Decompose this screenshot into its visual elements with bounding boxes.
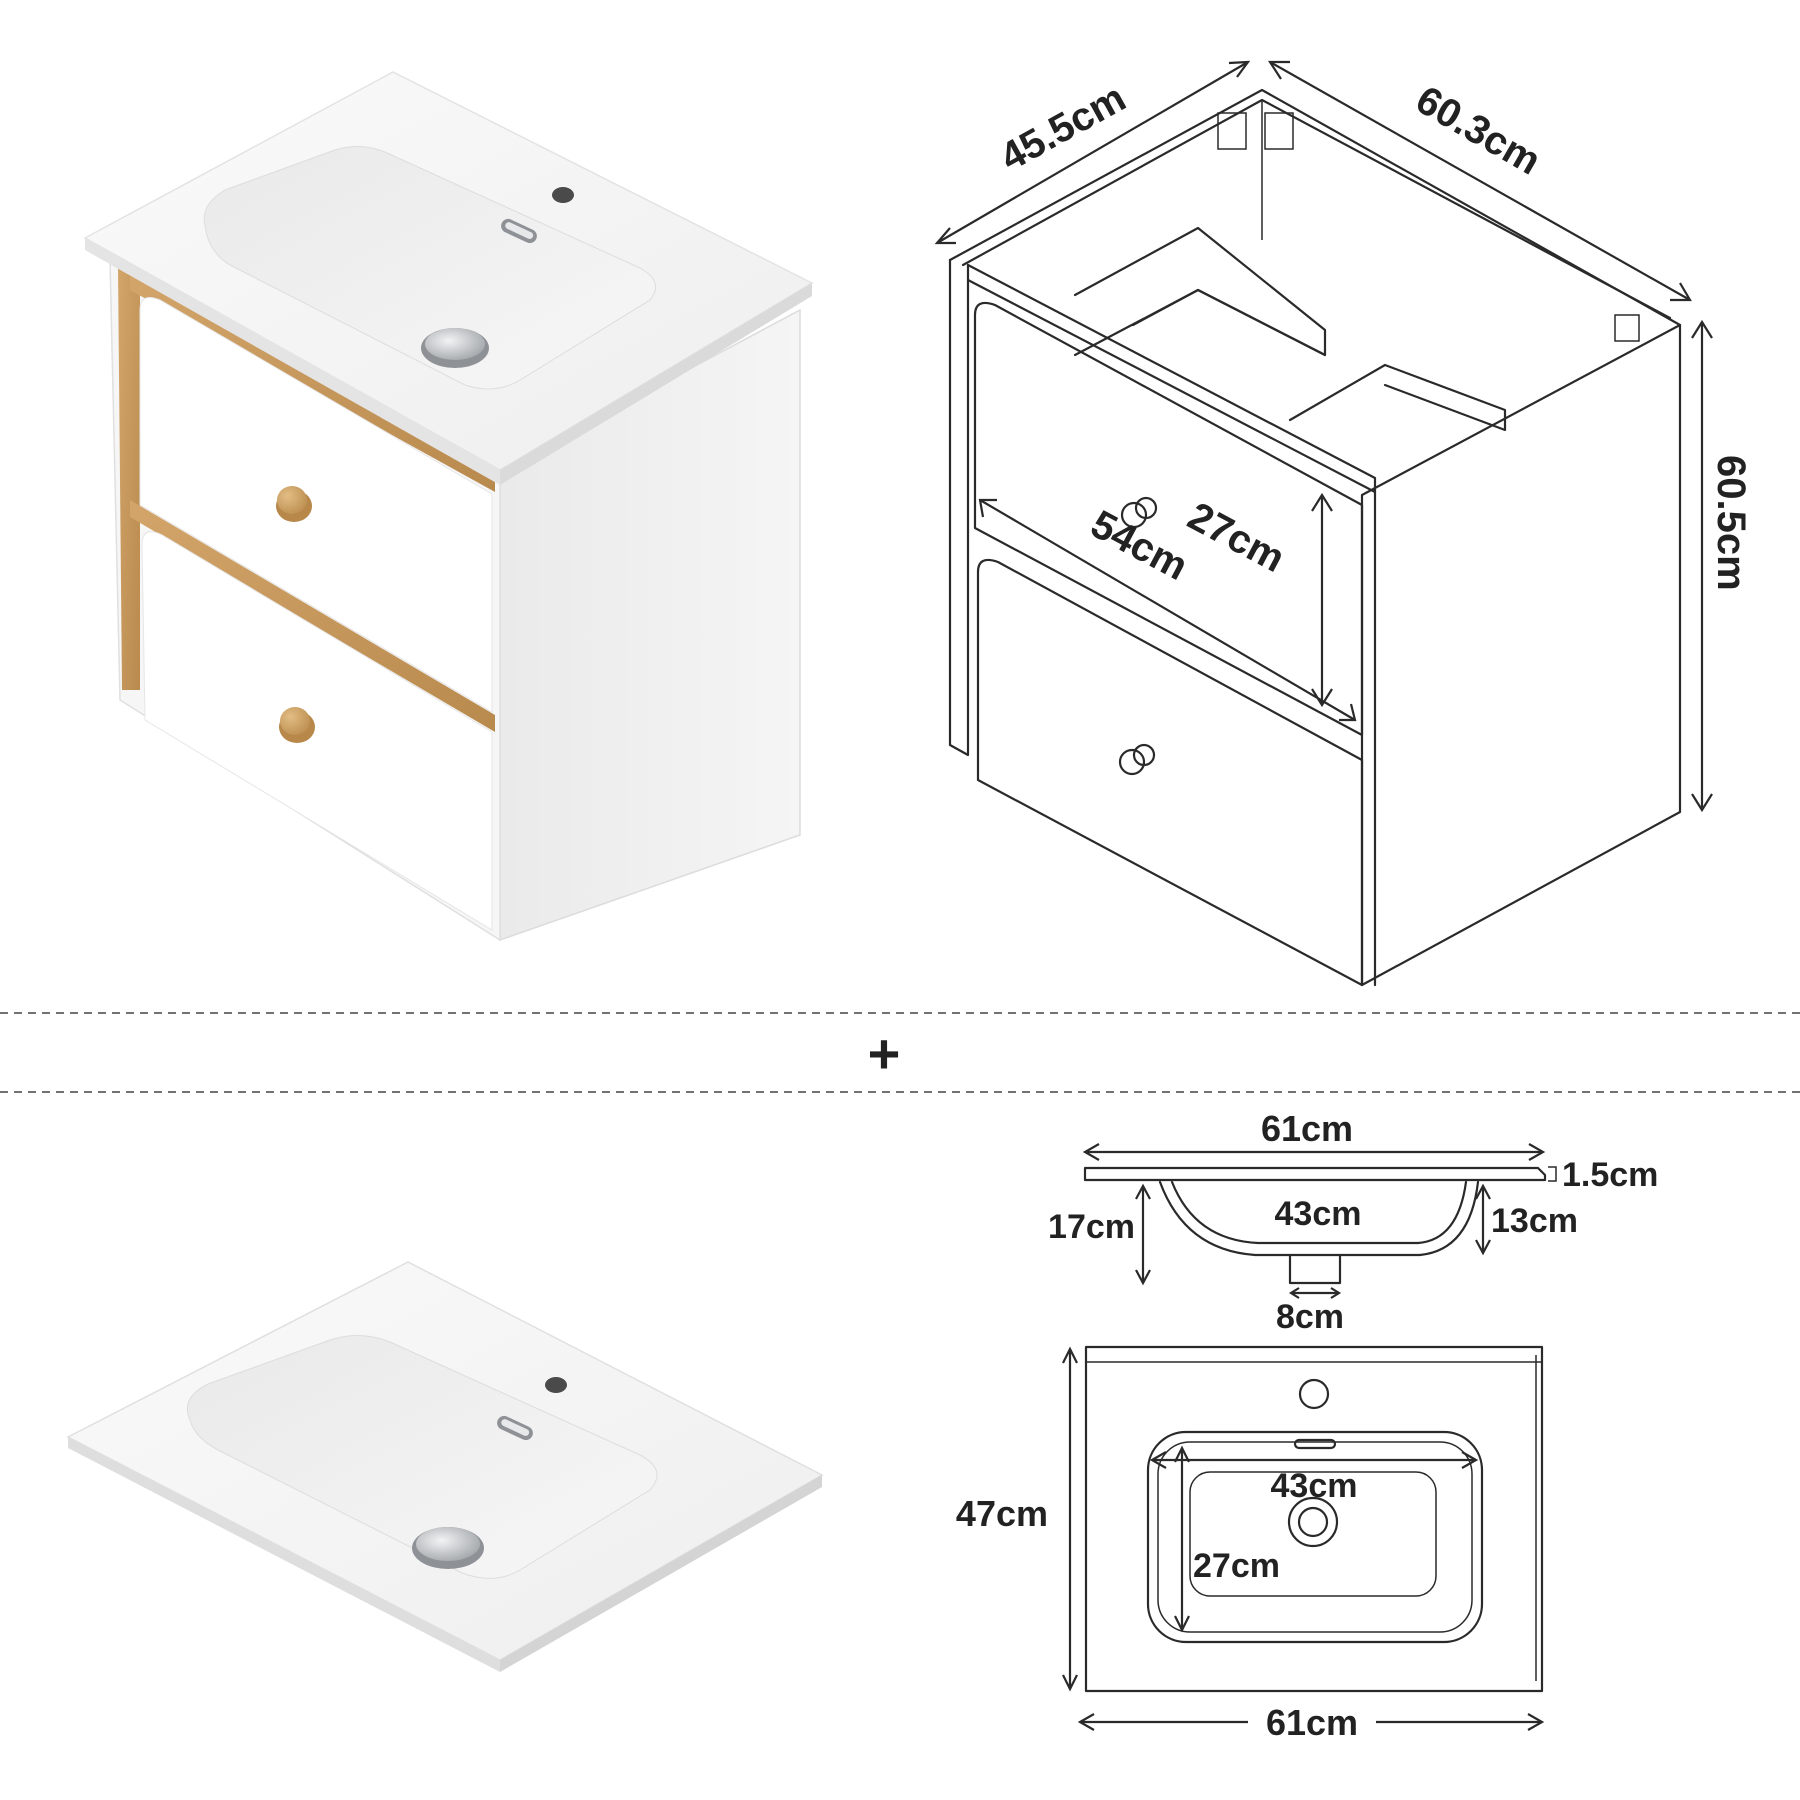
basin-overflow-icon: [497, 1415, 533, 1441]
top-view-bowl-inner: [1189, 1471, 1437, 1597]
basin-tap-hole: [545, 1377, 567, 1393]
lower-drawer-outline: [976, 558, 1364, 987]
wood-trim-middle: [130, 500, 495, 732]
sink-tap-hole: [552, 187, 574, 203]
sink-bowl: [203, 146, 657, 390]
basin-front-edge: [68, 1437, 500, 1672]
basin-top-view: 43cm 27cm 47cm 61cm: [956, 1345, 1545, 1743]
dim-basin-bowl-width: 43cm: [1275, 1195, 1362, 1233]
dim-basin-drain: 8cm: [1276, 1298, 1344, 1336]
dim-basin-total-width: 61cm: [1261, 1108, 1353, 1149]
dim-drawer-height: 27cm: [1181, 494, 1292, 581]
basin-top-outline: [1084, 1345, 1544, 1693]
plus-icon: +: [868, 1022, 901, 1085]
basin-side-edge: [500, 1475, 822, 1672]
upper-drawer-knob: [276, 486, 312, 522]
basin-drain-icon: [412, 1527, 484, 1569]
wood-trim-left: [118, 268, 140, 690]
upper-drawer-outline: [973, 301, 1364, 737]
lower-drawer: [141, 531, 493, 931]
cabinet-top-back-edge: [948, 88, 1682, 327]
dim-top-width: 61cm: [1266, 1702, 1358, 1743]
upper-drawer: [139, 297, 493, 713]
dim-basin-rim: 1.5cm: [1562, 1156, 1658, 1194]
dim-top-depth: 47cm: [956, 1493, 1048, 1534]
cabinet-line-drawing: 45.5cm 60.3cm 60.5cm 54cm 27cm: [934, 60, 1753, 987]
basin-bowl: [186, 1335, 658, 1579]
section-separator: +: [0, 1012, 1800, 1093]
sink-drain-icon: [421, 328, 489, 368]
wood-trim-top: [130, 275, 495, 492]
basin-side-profile: 61cm 1.5cm 17cm 43cm 13cm 8cm: [1048, 1108, 1658, 1336]
bracket-right: [1264, 112, 1294, 150]
top-view-bowl-outer: [1146, 1430, 1484, 1644]
upper-drawer-knob-outline: [1120, 496, 1158, 529]
dim-cabinet-width: 60.3cm: [1409, 78, 1548, 184]
top-view-tap-hole: [1298, 1378, 1330, 1410]
dim-cabinet-depth: 45.5cm: [993, 76, 1133, 180]
dim-top-bowl-width: 43cm: [1271, 1467, 1358, 1505]
basin-rim-profile: [1083, 1166, 1547, 1182]
bracket-side: [1614, 314, 1640, 342]
sink-overflow-icon: [501, 218, 537, 244]
top-view-drain: [1287, 1496, 1339, 1548]
basin-bowl-profile: [1158, 1180, 1480, 1257]
sink-front-edge: [85, 238, 500, 485]
dim-basin-total-depth: 17cm: [1048, 1208, 1135, 1246]
bracket-left: [1217, 112, 1247, 150]
cabinet-render: [83, 71, 814, 942]
dim-cabinet-height: 60.5cm: [1709, 455, 1753, 591]
dim-basin-bowl-depth: 13cm: [1491, 1202, 1578, 1240]
top-view-overflow: [1293, 1438, 1337, 1450]
cabinet-side-outline: [1360, 323, 1682, 987]
lower-drawer-knob-outline: [1118, 743, 1156, 776]
dim-top-bowl-depth: 27cm: [1193, 1547, 1280, 1585]
lower-drawer-knob: [279, 707, 315, 743]
basin-render: [66, 1261, 824, 1672]
sink-side-edge: [500, 283, 812, 485]
